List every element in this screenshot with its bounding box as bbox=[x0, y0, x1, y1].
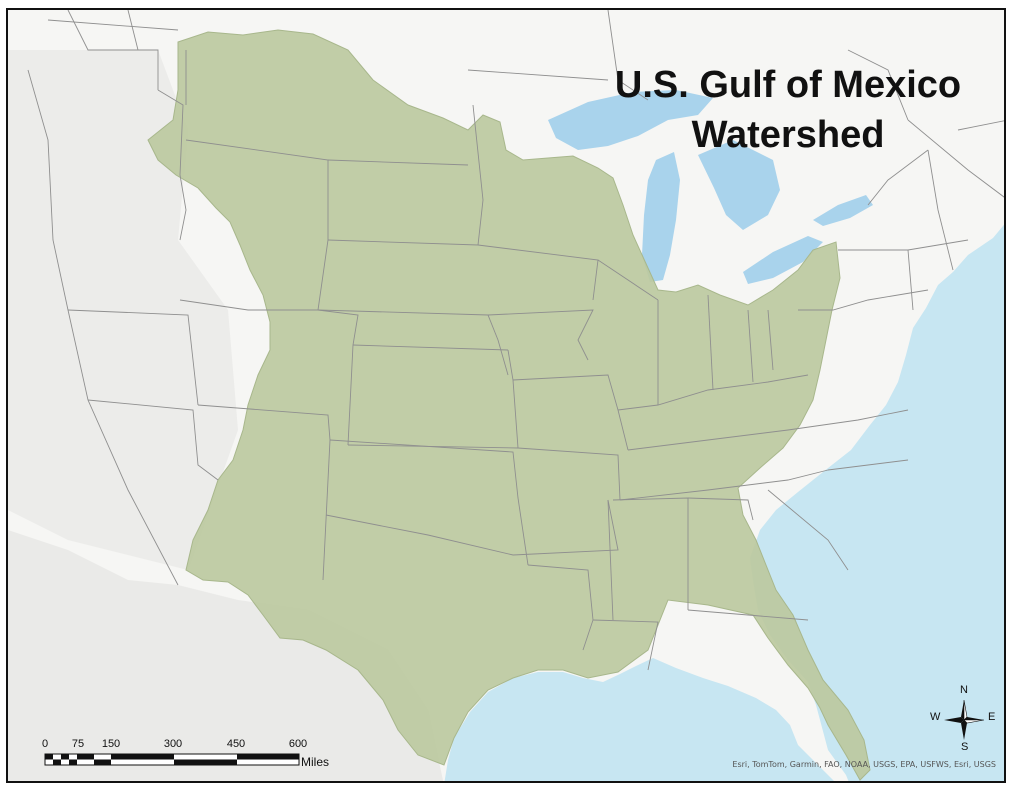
scale-tick-450: 450 bbox=[226, 738, 246, 750]
title-line-2: Watershed bbox=[691, 114, 885, 156]
lake-superior bbox=[548, 90, 713, 150]
great-lakes bbox=[548, 90, 873, 284]
basemap bbox=[8, 10, 1004, 781]
map-attribution: Esri, TomTom, Garmin, FAO, NOAA, USGS, E… bbox=[732, 760, 996, 769]
scale-tick-600: 600 bbox=[288, 738, 308, 750]
lake-erie bbox=[743, 236, 823, 284]
compass-w: W bbox=[930, 711, 941, 723]
lake-michigan bbox=[642, 152, 680, 282]
compass-n: N bbox=[960, 684, 968, 696]
compass-s: S bbox=[961, 741, 969, 753]
scale-unit: Miles bbox=[301, 755, 330, 769]
watershed-area bbox=[147, 29, 871, 781]
scale-tick-75: 75 bbox=[71, 738, 85, 750]
scale-bar-graphic bbox=[44, 753, 300, 766]
compass-e: E bbox=[988, 711, 996, 723]
relief-mexico bbox=[8, 530, 444, 781]
state-boundaries bbox=[27, 10, 1004, 671]
lake-ontario bbox=[813, 195, 873, 226]
scale-tick-150: 150 bbox=[101, 738, 121, 750]
lake-huron bbox=[698, 140, 780, 230]
compass-rose-icon bbox=[944, 699, 985, 740]
scale-tick-300: 300 bbox=[163, 738, 183, 750]
scale-tick-0: 0 bbox=[41, 738, 49, 750]
title-line-1: U.S. Gulf of Mexico bbox=[614, 64, 962, 106]
map-title: U.S. Gulf of Mexico Watershed bbox=[568, 60, 1004, 160]
map-frame: U.S. Gulf of Mexico Watershed 0 75 150 3… bbox=[6, 8, 1006, 783]
